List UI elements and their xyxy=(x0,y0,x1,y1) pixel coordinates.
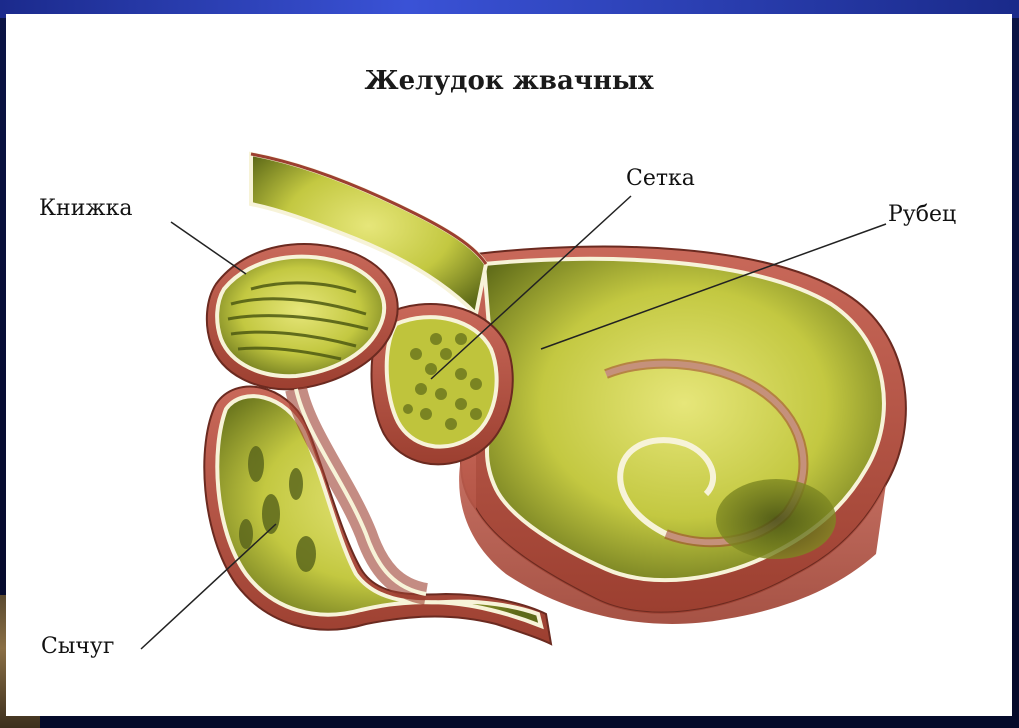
stomach-illustration xyxy=(6,14,1012,716)
label-net: Сетка xyxy=(626,166,695,191)
leader-book xyxy=(171,222,246,274)
label-abomasum: Сычуг xyxy=(41,634,114,659)
label-rumen: Рубец xyxy=(888,202,956,227)
label-book: Книжка xyxy=(39,196,132,221)
figure-panel: Желудок жвачных xyxy=(6,14,1012,716)
